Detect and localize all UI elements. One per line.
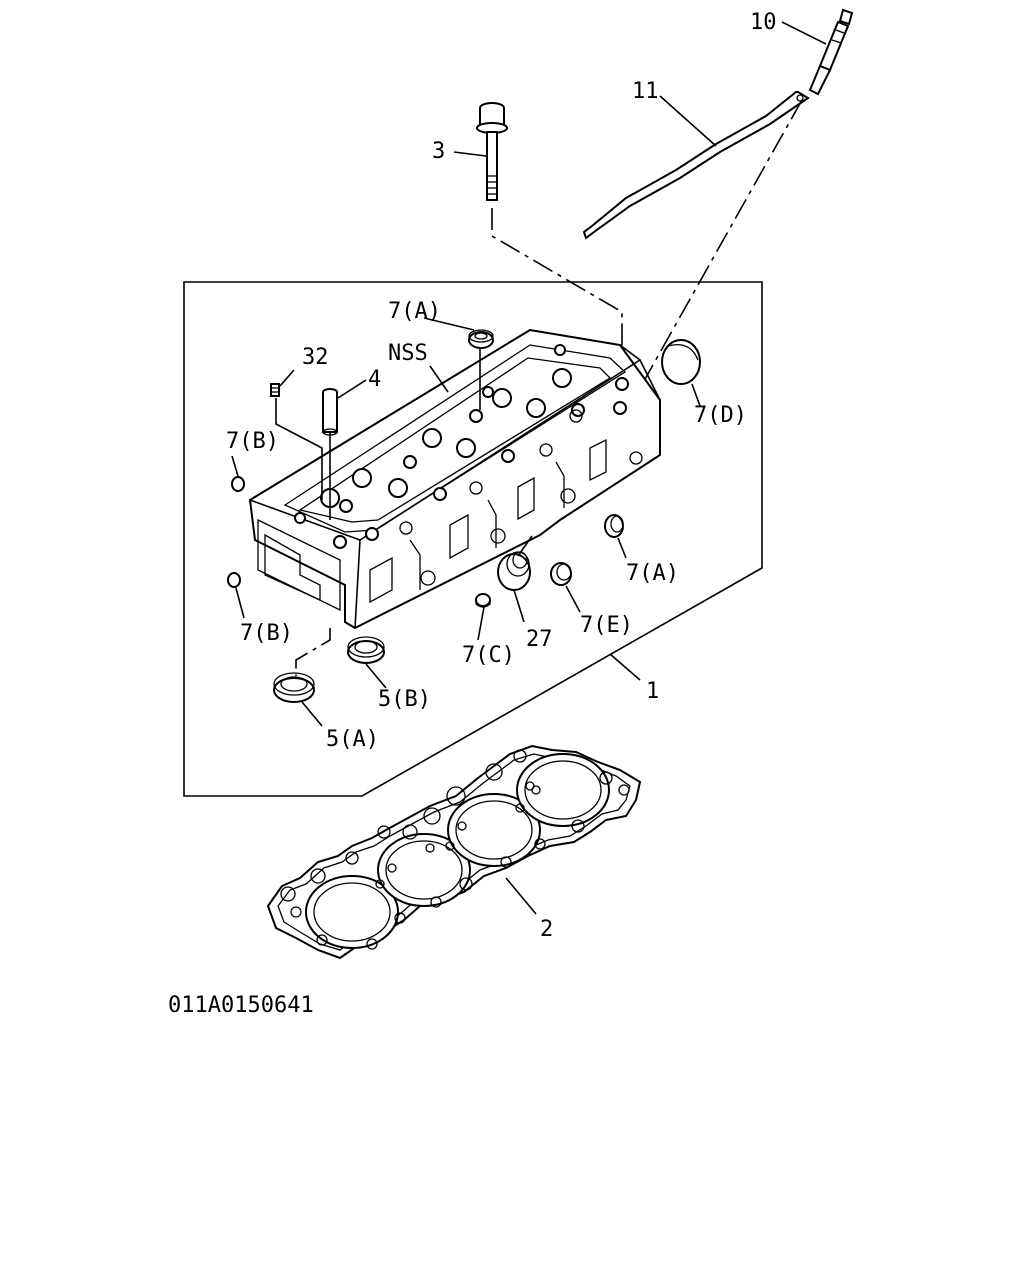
diagram-code: 011A0150641 — [168, 993, 314, 1018]
label-7a-top: 7(A) — [388, 299, 441, 324]
label-7b-upper: 7(B) — [226, 429, 279, 454]
plug-7c — [475, 593, 491, 608]
label-7d: 7(D) — [694, 403, 747, 428]
seal-alignment-line — [295, 628, 331, 676]
label-32: 32 — [302, 345, 329, 370]
label-7b-lower: 7(B) — [240, 621, 293, 646]
cap-7d — [661, 339, 701, 385]
label-7c: 7(C) — [462, 643, 515, 668]
plug-alignment-line — [621, 99, 803, 421]
head-bolt-3 — [476, 102, 508, 201]
label-7a-right: 7(A) — [626, 561, 679, 586]
plug-7a-right — [604, 514, 624, 538]
seal-5b — [347, 636, 385, 664]
label-1: 1 — [646, 679, 659, 704]
bolt-alignment-line — [491, 208, 623, 380]
stud-32 — [270, 383, 280, 397]
label-27: 27 — [526, 627, 553, 652]
plug-7b-lower — [227, 572, 241, 588]
label-5b: 5(B) — [378, 687, 431, 712]
head-gasket-2 — [266, 744, 642, 960]
leader-lines — [231, 21, 827, 915]
label-2: 2 — [540, 917, 553, 942]
label-10: 10 — [750, 10, 777, 35]
label-11: 11 — [632, 79, 659, 104]
valve-guide-4 — [322, 388, 338, 436]
glow-plug-10 — [808, 8, 854, 96]
assembly-frame — [183, 281, 763, 797]
label-7e: 7(E) — [580, 613, 633, 638]
seal-5a — [273, 672, 315, 703]
cup-27 — [497, 551, 531, 591]
label-3: 3 — [432, 139, 445, 164]
plug-7a-top — [468, 329, 494, 349]
label-4: 4 — [368, 367, 381, 392]
cylinder-head-1 — [248, 328, 661, 630]
label-5a: 5(A) — [326, 727, 379, 752]
label-nss: NSS — [388, 341, 428, 366]
plug-7b-upper — [231, 476, 245, 492]
connector-plate-11 — [582, 91, 810, 240]
plug-7e — [550, 562, 572, 586]
